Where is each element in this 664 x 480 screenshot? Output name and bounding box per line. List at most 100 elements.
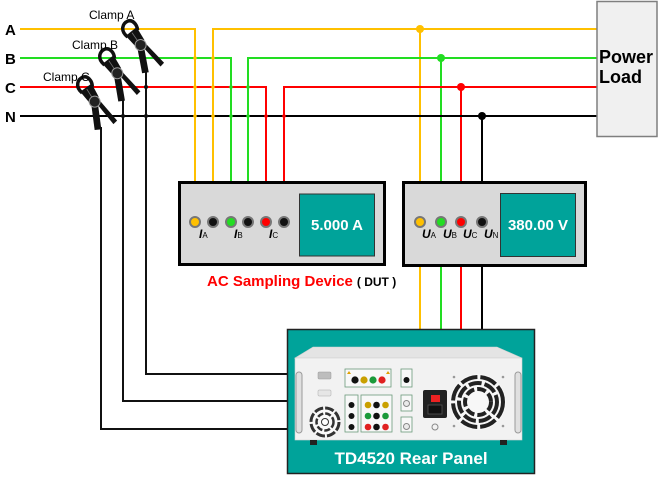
handle-right <box>514 371 522 434</box>
crossing-mark <box>282 114 286 118</box>
terminal-ia-out <box>207 216 219 228</box>
clamp-b <box>98 47 141 102</box>
screw <box>452 424 456 428</box>
instrument-top-cover <box>293 346 523 359</box>
voltage-display <box>500 193 576 257</box>
crossing-mark <box>246 114 250 118</box>
terminal-subscript: A <box>431 231 437 240</box>
terminal-un <box>476 216 488 228</box>
crossing-mark <box>264 114 268 118</box>
dut-current-meter: 5.000 A IA IB IC <box>178 181 386 266</box>
terminal-symbol: I <box>269 227 273 241</box>
clamp-a-wire <box>145 70 288 375</box>
crossing-mark <box>229 85 233 89</box>
clamp-handle-right <box>98 100 118 125</box>
crossing-mark <box>121 114 125 118</box>
voltage-display-value: 380.00 V <box>508 217 568 234</box>
panel-terminal-ua <box>360 376 368 384</box>
bnc-connector <box>403 400 410 407</box>
terminal-subscript: B <box>237 231 242 240</box>
warning-icon <box>386 371 390 374</box>
phase-c-line-out <box>283 86 597 222</box>
voltage-output-block <box>344 368 392 388</box>
terminal-label-ic: IC <box>269 227 278 241</box>
small-fan-icon <box>309 406 341 438</box>
terminal-subscript: B <box>452 231 457 240</box>
screw <box>501 424 505 428</box>
clamp-a <box>121 18 165 74</box>
terminal-symbol: U <box>443 227 452 241</box>
neutral-label: N <box>5 109 16 126</box>
clamp-pivot <box>111 67 124 80</box>
clamp-handle-right <box>120 72 141 96</box>
junction-dot-a <box>416 25 424 33</box>
clamp-pivot <box>88 95 101 108</box>
dut-name: AC Sampling Device <box>207 273 353 290</box>
warning-icon <box>347 371 351 374</box>
terminal-symbol: I <box>234 227 238 241</box>
panel-terminal-ic2 <box>382 423 389 431</box>
junction-dot-b <box>437 54 445 62</box>
panel-terminal-uc <box>378 376 386 384</box>
terminal-label-ia: IA <box>199 227 208 241</box>
panel-terminal-ib2 <box>382 412 389 420</box>
panel-terminal-n <box>351 376 359 384</box>
fan-grill-ring <box>451 375 505 429</box>
current-display <box>299 193 375 257</box>
power-inlet <box>423 390 447 431</box>
terminal-symbol: U <box>422 227 431 241</box>
terminal-ic-in <box>260 216 272 228</box>
crossing-mark <box>193 56 197 60</box>
power-switch <box>431 395 440 402</box>
crossing-mark <box>193 114 197 118</box>
power-load: Power Load <box>596 0 658 138</box>
phase-a-line-in <box>20 28 196 222</box>
rear-panel-label: TD4520 Rear Panel <box>334 449 487 468</box>
instrument-rear-image <box>293 346 523 445</box>
junction-dot-n <box>478 112 486 120</box>
power-load-box <box>596 0 658 138</box>
terminal-label-un: UN <box>484 227 499 241</box>
crossing-mark <box>211 114 215 118</box>
rear-panel: TD4520 Rear Panel <box>286 328 536 475</box>
panel-terminal-ub <box>369 376 377 384</box>
panel-terminal-ic-return <box>373 423 380 431</box>
fan-grill-ring <box>463 387 493 417</box>
handle-left <box>295 371 303 434</box>
screw <box>452 375 456 379</box>
ground-terminal-icon <box>431 423 439 431</box>
dut-voltage-meter: 380.00 V UA UB UC UN <box>402 181 587 267</box>
serial-port <box>317 371 332 380</box>
terminal-label-ib: IB <box>234 227 243 241</box>
terminal-subscript: A <box>202 231 208 240</box>
panel-clamp-terminal <box>348 402 355 408</box>
terminal-label-ub: UB <box>443 227 457 241</box>
secondary-port <box>317 389 332 397</box>
fan-hub <box>471 395 485 409</box>
clamp-handle-left <box>114 76 125 102</box>
terminal-ub <box>435 216 447 228</box>
dut-tag: ( DUT ) <box>357 275 396 289</box>
terminal-uc <box>455 216 467 228</box>
clamp-handle-left <box>137 48 149 74</box>
bnc-connector <box>403 423 410 430</box>
phase-a-line-out <box>212 28 597 222</box>
clamp-jaw <box>98 47 117 67</box>
terminal-ib-out <box>242 216 254 228</box>
panel-clamp-terminal <box>348 424 355 430</box>
crossing-marks <box>121 56 286 118</box>
panel-terminal-ic <box>364 423 372 431</box>
aux-terminal <box>403 377 410 383</box>
junction-dot-c <box>457 83 465 91</box>
clamp-pivot <box>134 39 147 52</box>
panel-terminal-ia <box>364 401 372 409</box>
phase-b-line-out <box>247 57 597 222</box>
screw <box>501 375 505 379</box>
clamp-jaw <box>121 18 140 39</box>
clamp-c <box>75 75 118 130</box>
fan-hub <box>321 418 329 426</box>
power-load-label-line2: Load <box>599 67 642 87</box>
phase-c-label: C <box>5 80 16 97</box>
clamp-input-block <box>344 394 359 433</box>
